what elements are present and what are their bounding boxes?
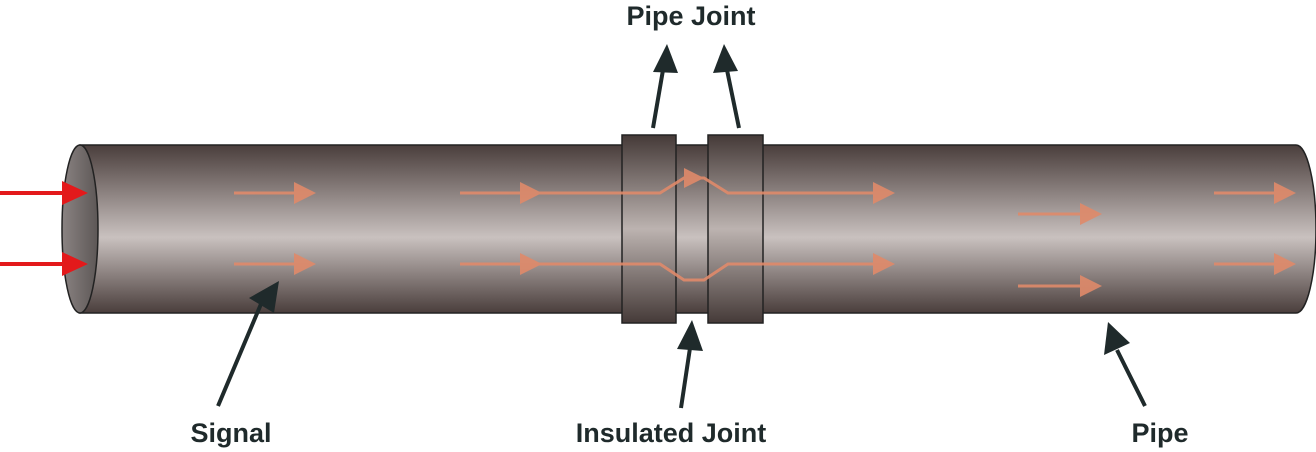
orange-arrow-icon <box>234 182 316 204</box>
pointer-arrows <box>216 44 1147 409</box>
dark-arrow-icon <box>713 44 741 129</box>
dark-arrow-icon <box>216 281 279 407</box>
pipe-label: Pipe <box>1131 418 1189 448</box>
pipe-body <box>61 144 1316 314</box>
orange-arrow-icon <box>460 253 895 282</box>
red-arrow-icon <box>0 181 88 205</box>
pipe-joint-label: Pipe Joint <box>626 1 756 31</box>
red-arrow-icon <box>0 252 88 276</box>
pipe-open-end <box>61 144 99 314</box>
orange-arrow-icon <box>460 168 895 204</box>
signal-label: Signal <box>190 418 272 448</box>
orange-arrow-icon <box>234 253 316 275</box>
orange-arrow-icon <box>1018 275 1102 297</box>
dark-arrow-icon <box>1104 322 1147 407</box>
orange-arrow-icon <box>1214 253 1296 275</box>
dark-arrow-icon <box>677 320 703 409</box>
signal-arrows <box>234 168 1296 297</box>
pipe-joint-right <box>707 134 764 324</box>
input-arrows <box>0 181 88 276</box>
orange-arrow-icon <box>1214 182 1296 204</box>
insulated-joint-label: Insulated Joint <box>575 418 767 448</box>
orange-arrow-icon <box>1018 203 1102 225</box>
joint-collars <box>621 134 764 324</box>
dark-arrow-icon <box>651 44 678 129</box>
pipe-joint-left <box>621 134 677 324</box>
